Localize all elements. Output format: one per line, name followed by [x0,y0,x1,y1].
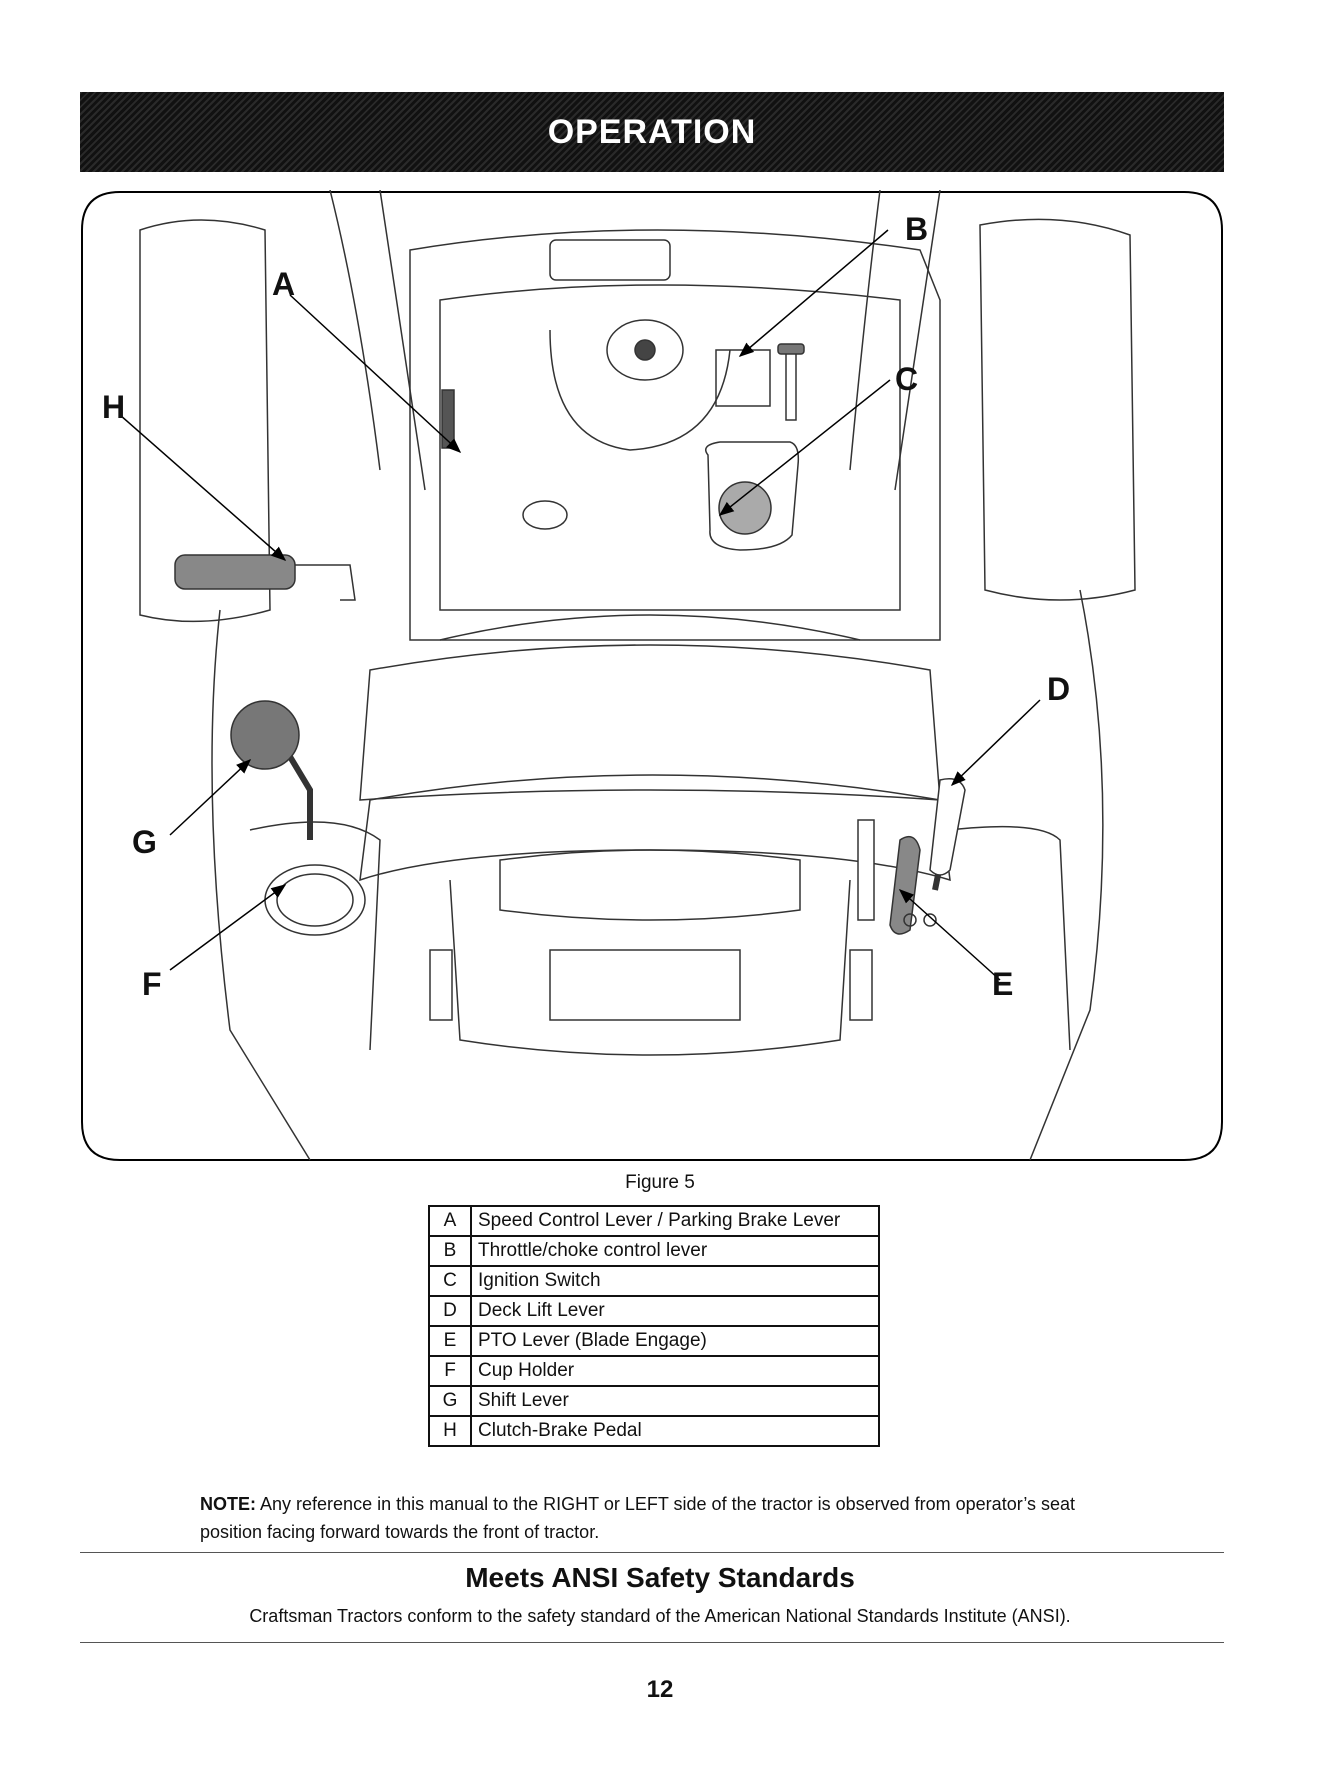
legend-label: Throttle/choke control lever [470,1235,880,1267]
callout-d: D [1047,671,1070,707]
divider [80,1642,1224,1643]
table-row: G Shift Lever [428,1385,880,1417]
legend-label: Cup Holder [470,1355,880,1387]
section-header: OPERATION [80,92,1224,172]
ansi-text: Craftsman Tractors conform to the safety… [249,1606,1071,1626]
tractor-drawing [139,190,1136,1161]
right-wheel [979,218,1136,601]
ansi-title: Meets ANSI Safety Standards [465,1562,855,1593]
left-wheel [139,219,271,623]
legend-label: Ignition Switch [470,1265,880,1297]
callout-b: B [905,211,928,247]
table-row: F Cup Holder [428,1355,880,1387]
table-row: E PTO Lever (Blade Engage) [428,1325,880,1357]
callout-e: E [992,966,1013,1002]
figure-frame [81,191,1223,1161]
seat [359,644,941,801]
legend-label: Shift Lever [470,1385,880,1417]
table-row: B Throttle/choke control lever [428,1235,880,1267]
dashboard [409,229,941,641]
table-row: C Ignition Switch [428,1265,880,1297]
legend-key: C [428,1265,472,1297]
tractor-controls-figure: A B C D E F G H [81,190,1223,1161]
legend-key: D [428,1295,472,1327]
divider [80,1552,1224,1553]
callout-a: A [272,266,295,302]
figure-caption: Figure 5 [625,1172,695,1193]
legend-label: Clutch-Brake Pedal [470,1415,880,1447]
legend-key: F [428,1355,472,1387]
legend-label: PTO Lever (Blade Engage) [470,1325,880,1357]
section-title: OPERATION [547,112,757,151]
legend-key: A [428,1205,472,1237]
legend-label: Speed Control Lever / Parking Brake Leve… [470,1205,880,1237]
table-row: H Clutch-Brake Pedal [428,1415,880,1447]
operator-note: NOTE: Any reference in this manual to th… [200,1490,1100,1546]
note-text: Any reference in this manual to the RIGH… [200,1494,1076,1542]
callout-h: H [102,389,125,425]
legend-table: A Speed Control Lever / Parking Brake Le… [428,1205,880,1447]
legend-key: H [428,1415,472,1447]
legend-key: E [428,1325,472,1357]
note-label: NOTE: [200,1494,256,1514]
callout-f: F [142,966,162,1002]
table-row: A Speed Control Lever / Parking Brake Le… [428,1205,880,1237]
legend-key: B [428,1235,472,1267]
callout-c: C [895,361,918,397]
table-row: D Deck Lift Lever [428,1295,880,1327]
legend-label: Deck Lift Lever [470,1295,880,1327]
leader-lines [119,229,1041,981]
callout-g: G [132,824,157,860]
legend-key: G [428,1385,472,1417]
page-number: 12 [646,1676,674,1703]
